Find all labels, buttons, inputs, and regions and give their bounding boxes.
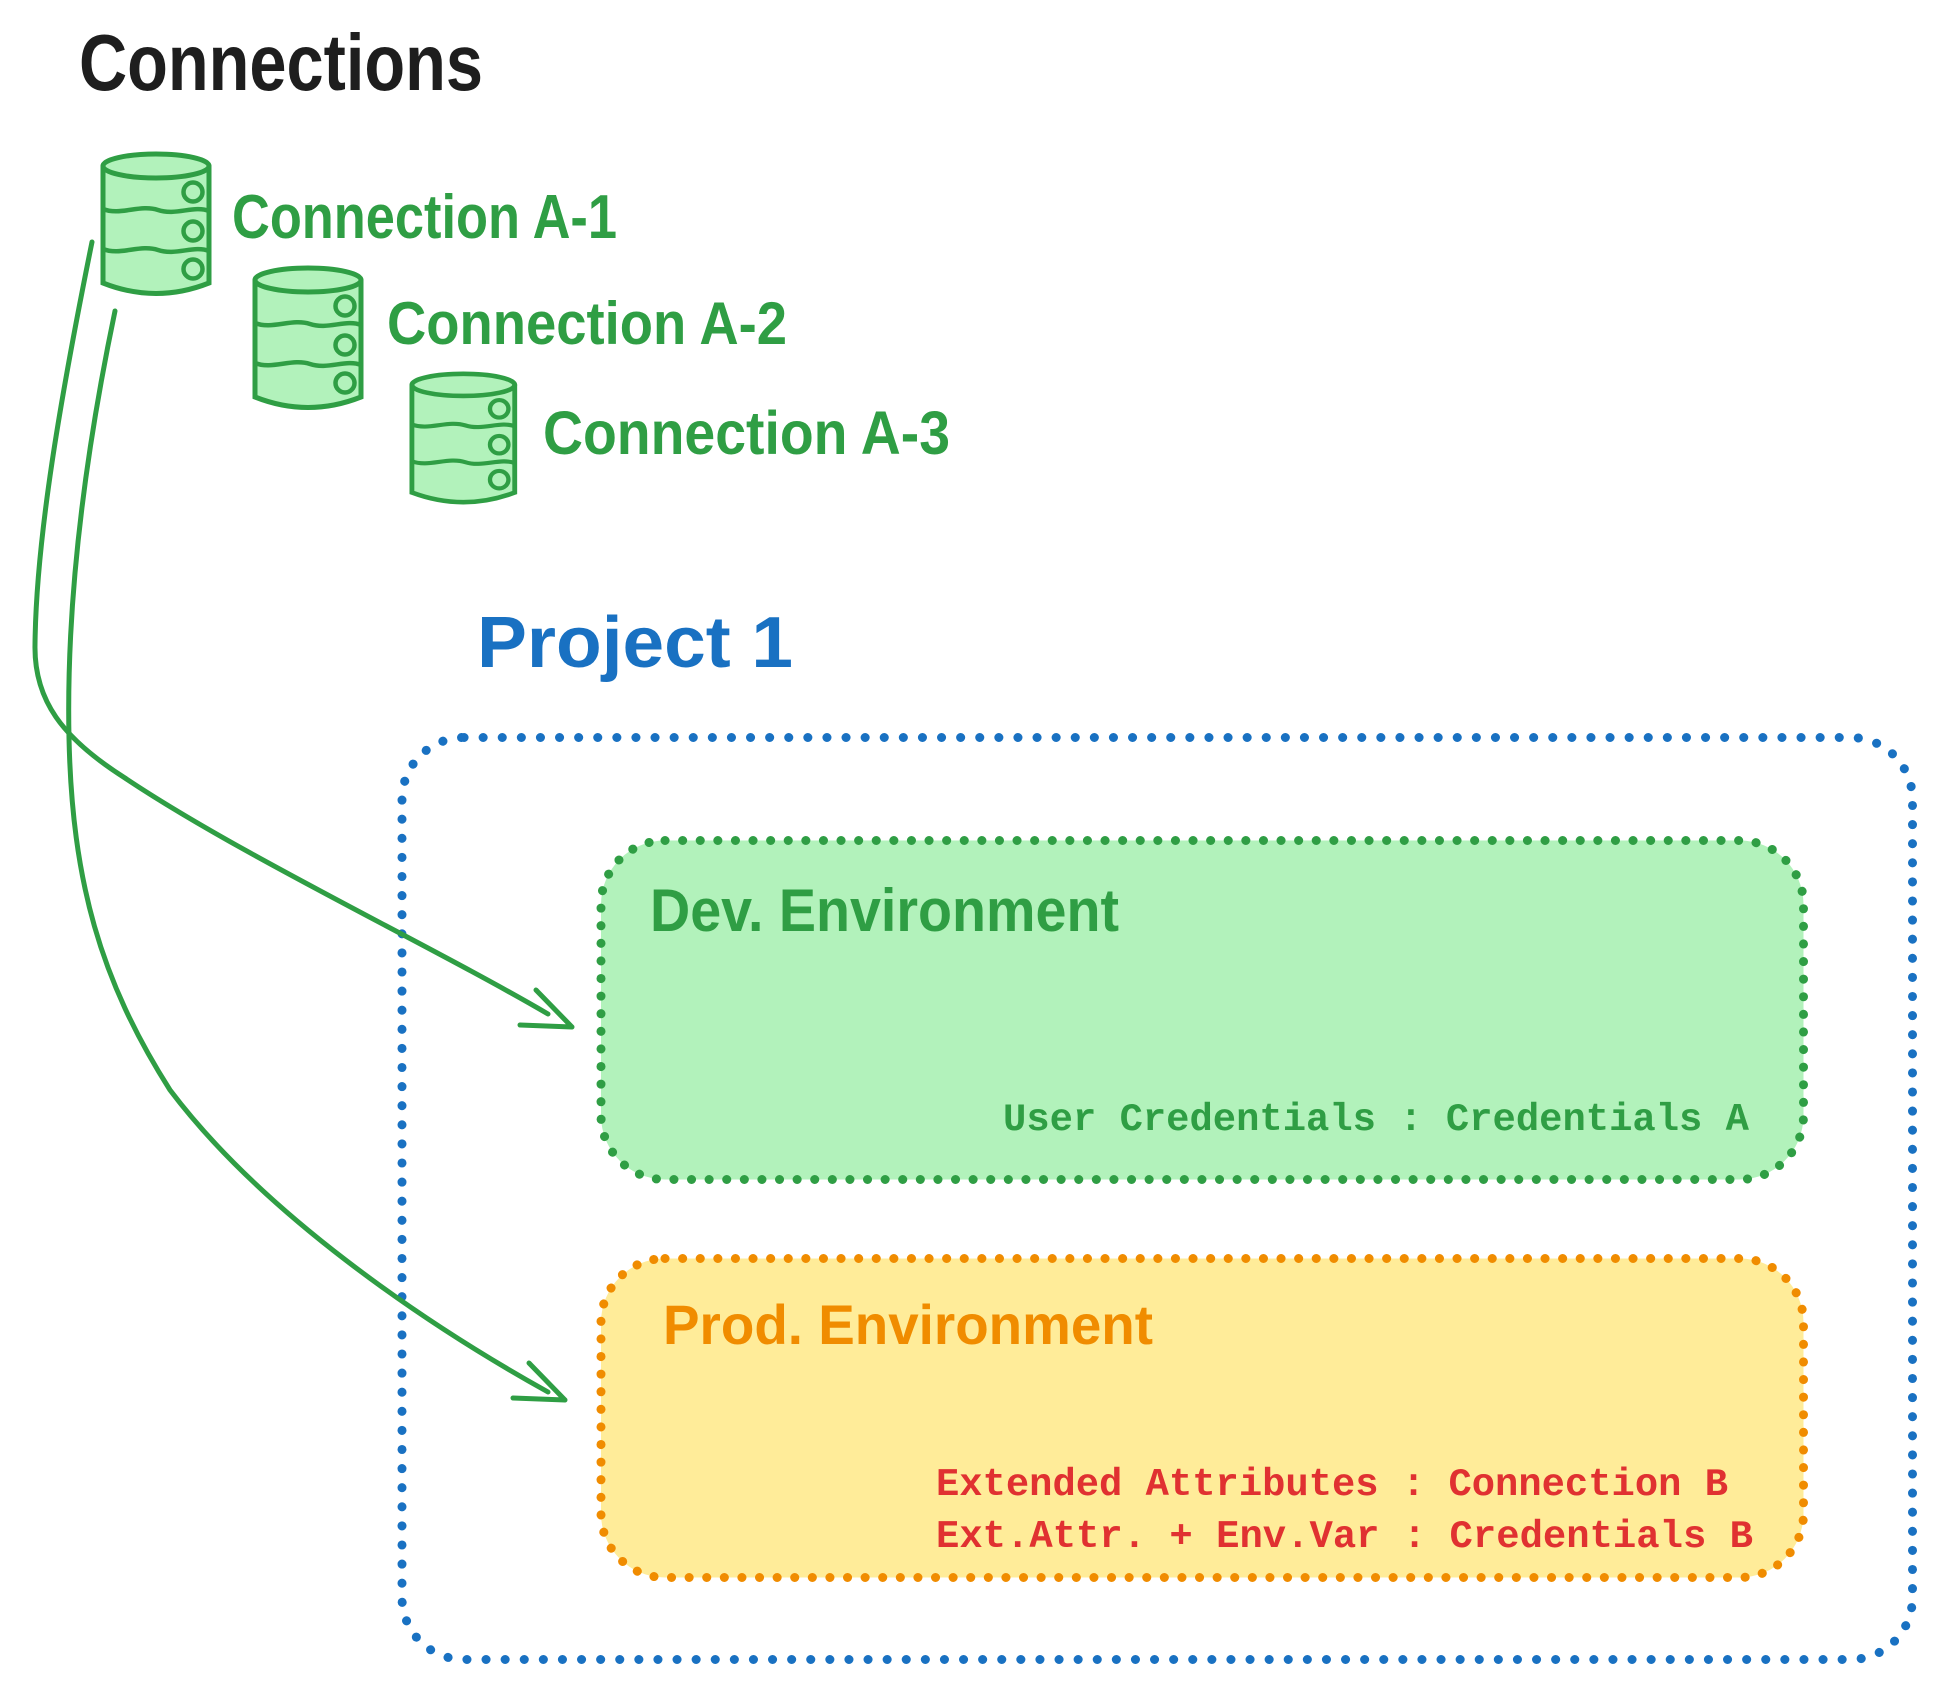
svg-text:Project 1: Project 1 <box>477 603 793 683</box>
svg-text:Ext.Attr. + Env.Var : Credenti: Ext.Attr. + Env.Var : Credentials B <box>936 1515 1753 1559</box>
svg-text:Connections: Connections <box>79 18 483 107</box>
svg-text:Connection A-1: Connection A-1 <box>232 183 617 252</box>
svg-text:Connection A-2: Connection A-2 <box>387 290 787 357</box>
svg-text:Connection A-3: Connection A-3 <box>543 399 950 467</box>
svg-text:Dev. Environment: Dev. Environment <box>650 877 1119 944</box>
svg-text:Extended Attributes : Connecti: Extended Attributes : Connection B <box>936 1463 1728 1507</box>
svg-text:User Credentials : Credentials: User Credentials : Credentials A <box>1003 1098 1750 1142</box>
svg-text:Prod. Environment: Prod. Environment <box>663 1293 1153 1356</box>
